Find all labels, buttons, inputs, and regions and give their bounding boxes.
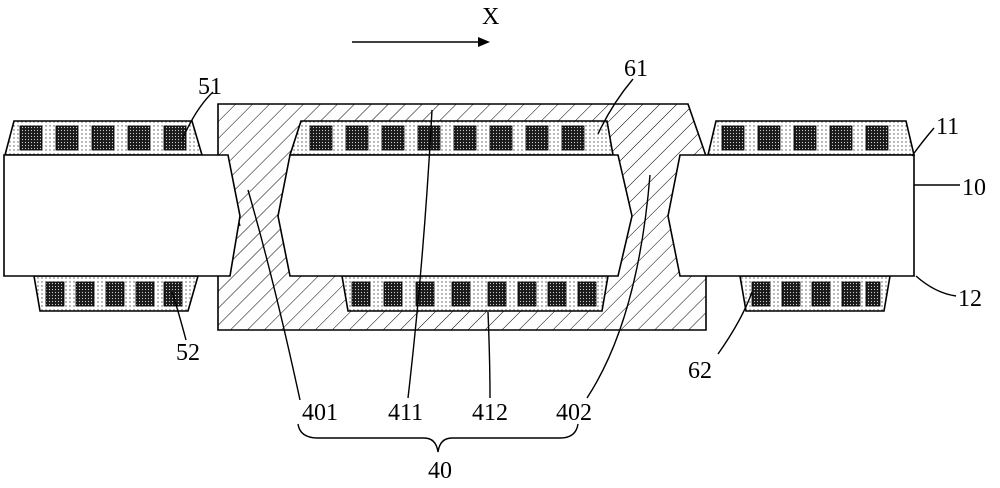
label-51: 51 xyxy=(198,74,222,100)
label-62: 62 xyxy=(688,358,712,384)
label-40: 40 xyxy=(428,458,452,484)
substrate-right xyxy=(668,155,914,276)
label-401: 401 xyxy=(302,400,338,426)
x-direction-label: X xyxy=(482,4,499,30)
label-61: 61 xyxy=(624,56,648,82)
leader-11 xyxy=(912,128,934,156)
label-10: 10 xyxy=(962,175,986,201)
substrate-left xyxy=(4,155,240,276)
label-11: 11 xyxy=(936,114,959,140)
substrate-center xyxy=(278,155,632,276)
label-411: 411 xyxy=(388,400,423,426)
label-412: 412 xyxy=(472,400,508,426)
brace-40 xyxy=(298,424,578,452)
label-402: 402 xyxy=(556,400,592,426)
pad-strip-bottom-center xyxy=(342,276,608,311)
label-12: 12 xyxy=(958,286,982,312)
leader-12 xyxy=(916,276,956,296)
label-52: 52 xyxy=(176,340,200,366)
x-direction-arrow xyxy=(352,37,490,47)
